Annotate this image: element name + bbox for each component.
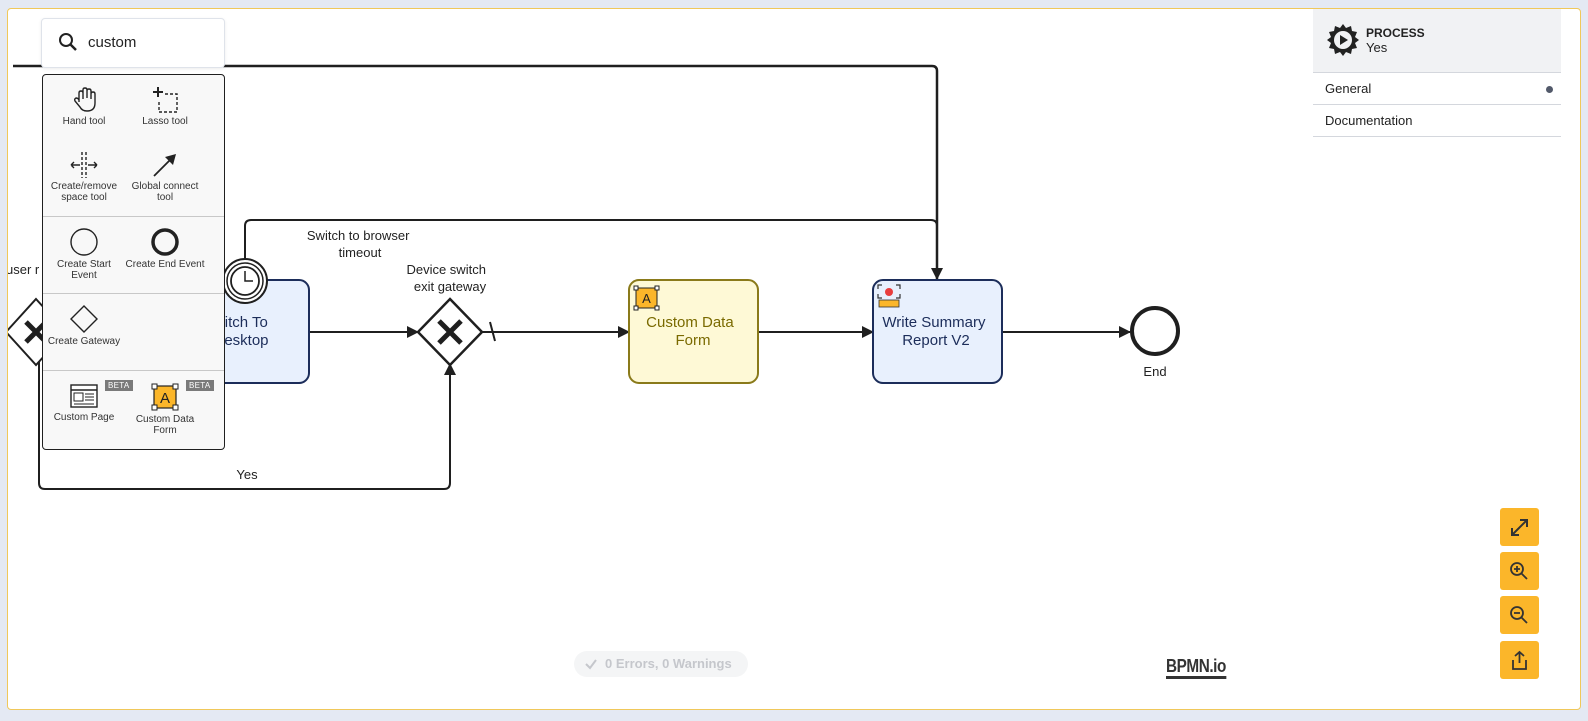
properties-panel: PROCESS Yes General Documentation [1313, 9, 1561, 139]
custom-page-tool[interactable]: Custom Page [44, 382, 124, 423]
connect-arrow-icon [153, 154, 176, 177]
zoom-in-button[interactable] [1500, 552, 1539, 590]
start-event-icon [70, 228, 98, 256]
check-icon [585, 659, 597, 670]
element-name: Yes [1366, 40, 1388, 55]
data-indicator-dot [1546, 86, 1553, 93]
create-start-event[interactable]: Create Start Event [44, 227, 124, 281]
group-general[interactable]: General [1313, 73, 1561, 105]
hand-tool[interactable]: Hand tool [44, 86, 124, 127]
gateway-label: Device switch exit gateway [406, 262, 489, 294]
modeler-frame: user r witch To Desktop Switch to browse… [7, 8, 1581, 710]
custom-data-form-tool[interactable]: A Custom Data Form [125, 382, 205, 436]
svg-text:Write Summary Report V: Write Summary Report V2 [882, 314, 989, 349]
svg-text:A: A [160, 390, 170, 407]
gateway-icon [70, 305, 98, 333]
expand-icon [1511, 519, 1528, 536]
bpmn-canvas[interactable]: user r witch To Desktop Switch to browse… [8, 9, 1580, 709]
svg-text:A: A [642, 291, 651, 306]
task-switch-line1: witch To [213, 314, 268, 331]
group-documentation[interactable]: Documentation [1313, 105, 1561, 137]
space-tool-icon [70, 152, 98, 178]
end-event[interactable] [1130, 306, 1180, 356]
tool-palette: Hand tool Lasso tool Create/remove space… [42, 74, 225, 450]
lint-status[interactable]: 0 Errors, 0 Warnings [574, 651, 748, 677]
share-icon [1512, 650, 1527, 670]
hand-icon [73, 87, 96, 112]
export-button[interactable] [1500, 641, 1539, 679]
global-connect-tool[interactable]: Global connect tool [125, 151, 205, 203]
create-gateway[interactable]: Create Gateway [44, 304, 124, 347]
zoom-in-icon [1510, 562, 1528, 580]
end-event-label: End [1143, 364, 1166, 379]
element-type: PROCESS [1366, 26, 1425, 40]
task-custom-data-form[interactable]: A Custom Data Form [628, 279, 759, 384]
timer-boundary-event[interactable] [222, 258, 268, 304]
fullscreen-button[interactable] [1500, 508, 1539, 546]
process-gear-icon [1327, 24, 1359, 56]
create-end-event[interactable]: Create End Event [125, 227, 205, 270]
form-icon: A [633, 285, 660, 311]
bpmn-io-logo[interactable]: BPMN.io [1166, 657, 1226, 679]
beta-badge: BETA [186, 380, 214, 391]
end-event-icon [151, 228, 179, 256]
task-write-summary-report[interactable]: Write Summary Report V2 [872, 279, 1003, 384]
rpa-icon [877, 284, 901, 308]
space-tool[interactable]: Create/remove space tool [44, 151, 124, 203]
device-switch-exit-gateway[interactable] [416, 297, 484, 367]
data-form-icon: A [151, 383, 179, 411]
left-gateway-label: user r [8, 262, 40, 277]
yes-label: Yes [236, 467, 258, 482]
svg-text:witch To Desktop: witch To Desktop [213, 314, 272, 349]
timeout-label: Switch to browser timeout [307, 228, 413, 260]
lasso-tool[interactable]: Lasso tool [125, 86, 205, 127]
page-icon [70, 384, 98, 408]
palette-search[interactable] [41, 18, 225, 68]
search-icon [59, 33, 77, 51]
zoom-out-icon [1510, 606, 1528, 624]
search-input[interactable] [88, 31, 213, 53]
svg-text:Custom Data Form: Custom Data Form [646, 314, 738, 349]
sequence-flow-yes[interactable] [38, 329, 456, 490]
sequence-flow-top[interactable] [13, 64, 943, 280]
zoom-out-button[interactable] [1500, 596, 1539, 634]
task-switch-line2: Desktop [213, 332, 268, 349]
properties-header: PROCESS Yes [1313, 9, 1561, 73]
sequence-flow-timeout[interactable] [244, 219, 938, 264]
lasso-icon [153, 87, 178, 113]
beta-badge: BETA [105, 380, 133, 391]
